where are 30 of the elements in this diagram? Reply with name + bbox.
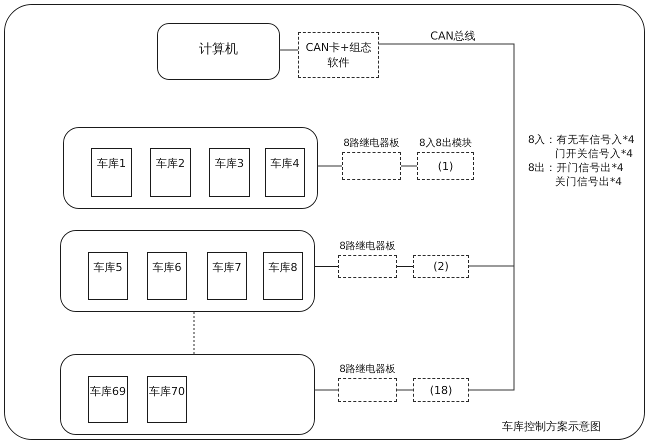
note-text: 门开关信号入*4 xyxy=(555,148,633,161)
computer-box: 计算机 xyxy=(157,23,280,80)
garage-box: 车库8 xyxy=(263,252,303,300)
garage-box: 车库1 xyxy=(91,148,132,197)
garage-box: 车库4 xyxy=(265,148,305,197)
note-text: 8出：开门信号出*4 xyxy=(528,162,624,175)
garage-box: 车库5 xyxy=(88,252,128,300)
software-box: CAN卡+组态软件 xyxy=(298,32,379,78)
garage-group-box xyxy=(60,354,315,435)
note-text: 关门信号出*4 xyxy=(555,176,622,189)
garage-box: 车库3 xyxy=(209,148,250,197)
box-heading: 8路继电器板 xyxy=(338,362,397,377)
module-box: (18) xyxy=(413,378,469,402)
garage-box: 车库70 xyxy=(147,376,187,423)
connector-line xyxy=(396,266,414,267)
edge-label: CAN总线 xyxy=(428,28,478,44)
caption-text: 车库控制方案示意图 xyxy=(502,420,601,434)
garage-group-box xyxy=(63,127,318,209)
garage-box: 车库2 xyxy=(150,148,191,197)
garage-box: 车库69 xyxy=(88,376,128,423)
module-box: (2) xyxy=(413,255,469,278)
box-heading: 8路继电器板 xyxy=(342,136,401,151)
box-heading: 8入8出模块 xyxy=(418,136,473,151)
note-text: 8入：有无车信号入*4 xyxy=(528,134,635,147)
garage-box: 车库7 xyxy=(207,252,247,300)
connector-line xyxy=(314,266,338,267)
garage-group-box xyxy=(60,230,315,312)
module-box: (1) xyxy=(417,152,474,180)
garage-box: 车库6 xyxy=(147,252,187,300)
box-heading: 8路继电器板 xyxy=(338,240,397,254)
